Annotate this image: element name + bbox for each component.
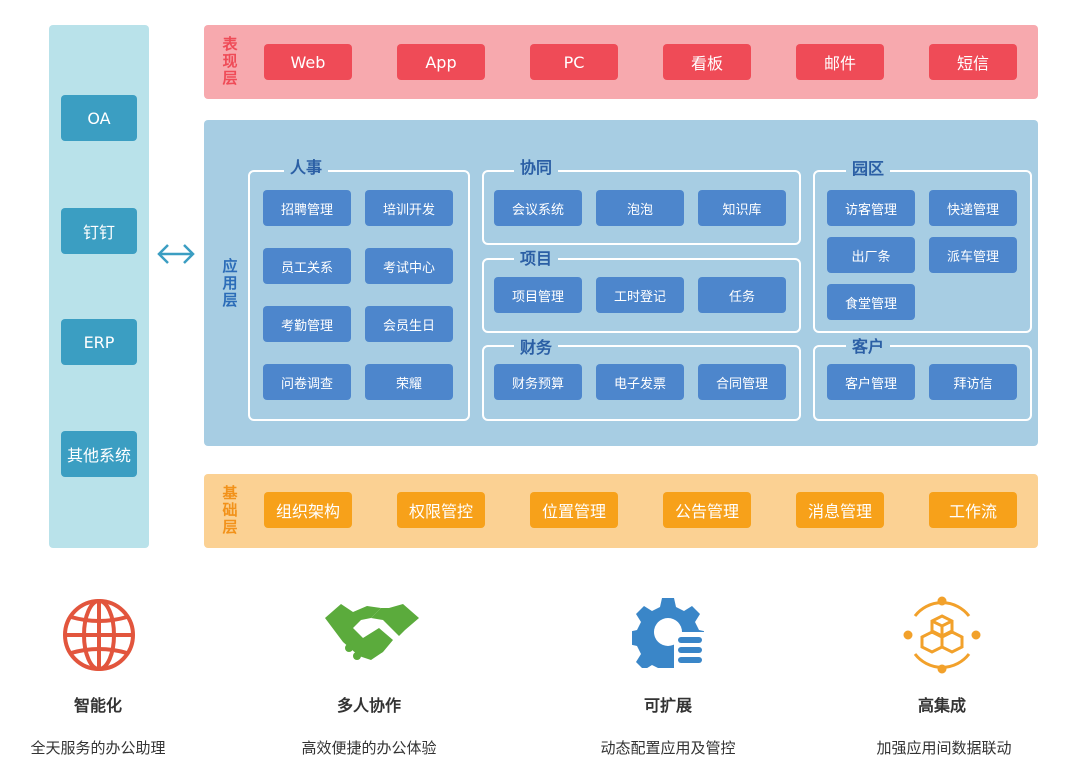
group-park-title: 园区 <box>846 160 891 178</box>
channel-sms[interactable]: 短信 <box>929 44 1017 80</box>
feature-title-integration: 高集成 <box>917 696 966 715</box>
base-message[interactable]: 消息管理 <box>796 492 884 528</box>
group-finance-title: 财务 <box>514 339 559 357</box>
module-visitor[interactable]: 访客管理 <box>827 190 915 226</box>
module-vehicle-dispatch[interactable]: 派车管理 <box>929 237 1017 273</box>
channel-web[interactable]: Web <box>264 44 352 80</box>
module-recruitment[interactable]: 招聘管理 <box>263 190 351 226</box>
module-customer-management[interactable]: 客户管理 <box>827 364 915 400</box>
cubes-icon <box>903 596 981 674</box>
system-erp[interactable]: ERP <box>61 319 137 365</box>
feature-title-extensible: 可扩展 <box>643 696 692 715</box>
gear-icon <box>632 598 704 668</box>
feature-title-collaboration: 多人协作 <box>336 696 401 715</box>
feature-desc-intelligent: 全天服务的办公助理 <box>30 739 166 757</box>
handshake-icon <box>325 604 419 660</box>
channel-mail[interactable]: 邮件 <box>796 44 884 80</box>
group-park <box>813 170 1032 333</box>
application-layer-label: 应用层 <box>222 257 238 309</box>
globe-icon <box>63 599 135 671</box>
module-honor[interactable]: 荣耀 <box>365 364 453 400</box>
base-workflow[interactable]: 工作流 <box>929 492 1017 528</box>
module-task[interactable]: 任务 <box>698 277 786 313</box>
module-project-management[interactable]: 项目管理 <box>494 277 582 313</box>
channel-pc[interactable]: PC <box>530 44 618 80</box>
group-project <box>482 258 801 333</box>
base-permission[interactable]: 权限管控 <box>397 492 485 528</box>
group-project-title: 项目 <box>514 250 559 268</box>
feature-desc-extensible: 动态配置应用及管控 <box>600 739 736 757</box>
group-finance <box>482 345 801 421</box>
module-visit-letter[interactable]: 拜访信 <box>929 364 1017 400</box>
presentation-layer-label: 表现层 <box>222 35 238 87</box>
module-express[interactable]: 快递管理 <box>929 190 1017 226</box>
module-e-invoice[interactable]: 电子发票 <box>596 364 684 400</box>
system-dingtalk[interactable]: 钉钉 <box>61 208 137 254</box>
base-org-structure[interactable]: 组织架构 <box>264 492 352 528</box>
group-collab <box>482 170 801 245</box>
module-training[interactable]: 培训开发 <box>365 190 453 226</box>
foundation-layer-label: 基础层 <box>222 484 238 536</box>
channel-app[interactable]: App <box>397 44 485 80</box>
group-customer <box>813 345 1032 421</box>
module-contract[interactable]: 合同管理 <box>698 364 786 400</box>
feature-desc-integration: 加强应用间数据联动 <box>876 739 1012 757</box>
group-hr <box>248 170 470 421</box>
system-oa[interactable]: OA <box>61 95 137 141</box>
module-timesheet[interactable]: 工时登记 <box>596 277 684 313</box>
module-budget[interactable]: 财务预算 <box>494 364 582 400</box>
base-announcement[interactable]: 公告管理 <box>663 492 751 528</box>
group-customer-title: 客户 <box>846 338 891 356</box>
group-hr-title: 人事 <box>284 159 329 177</box>
base-location[interactable]: 位置管理 <box>530 492 618 528</box>
module-member-birthday[interactable]: 会员生日 <box>365 306 453 342</box>
module-bubble[interactable]: 泡泡 <box>596 190 684 226</box>
channel-board[interactable]: 看板 <box>663 44 751 80</box>
feature-title-intelligent: 智能化 <box>73 696 122 715</box>
module-canteen[interactable]: 食堂管理 <box>827 284 915 320</box>
module-attendance[interactable]: 考勤管理 <box>263 306 351 342</box>
module-meeting[interactable]: 会议系统 <box>494 190 582 226</box>
module-employee-relations[interactable]: 员工关系 <box>263 248 351 284</box>
feature-desc-collaboration: 高效便捷的办公体验 <box>301 739 437 757</box>
group-collab-title: 协同 <box>514 159 559 177</box>
module-exit-pass[interactable]: 出厂条 <box>827 237 915 273</box>
module-exam-center[interactable]: 考试中心 <box>365 248 453 284</box>
system-other[interactable]: 其他系统 <box>61 431 137 477</box>
module-survey[interactable]: 问卷调查 <box>263 364 351 400</box>
bidirectional-arrow-icon <box>157 244 195 264</box>
module-knowledge-base[interactable]: 知识库 <box>698 190 786 226</box>
